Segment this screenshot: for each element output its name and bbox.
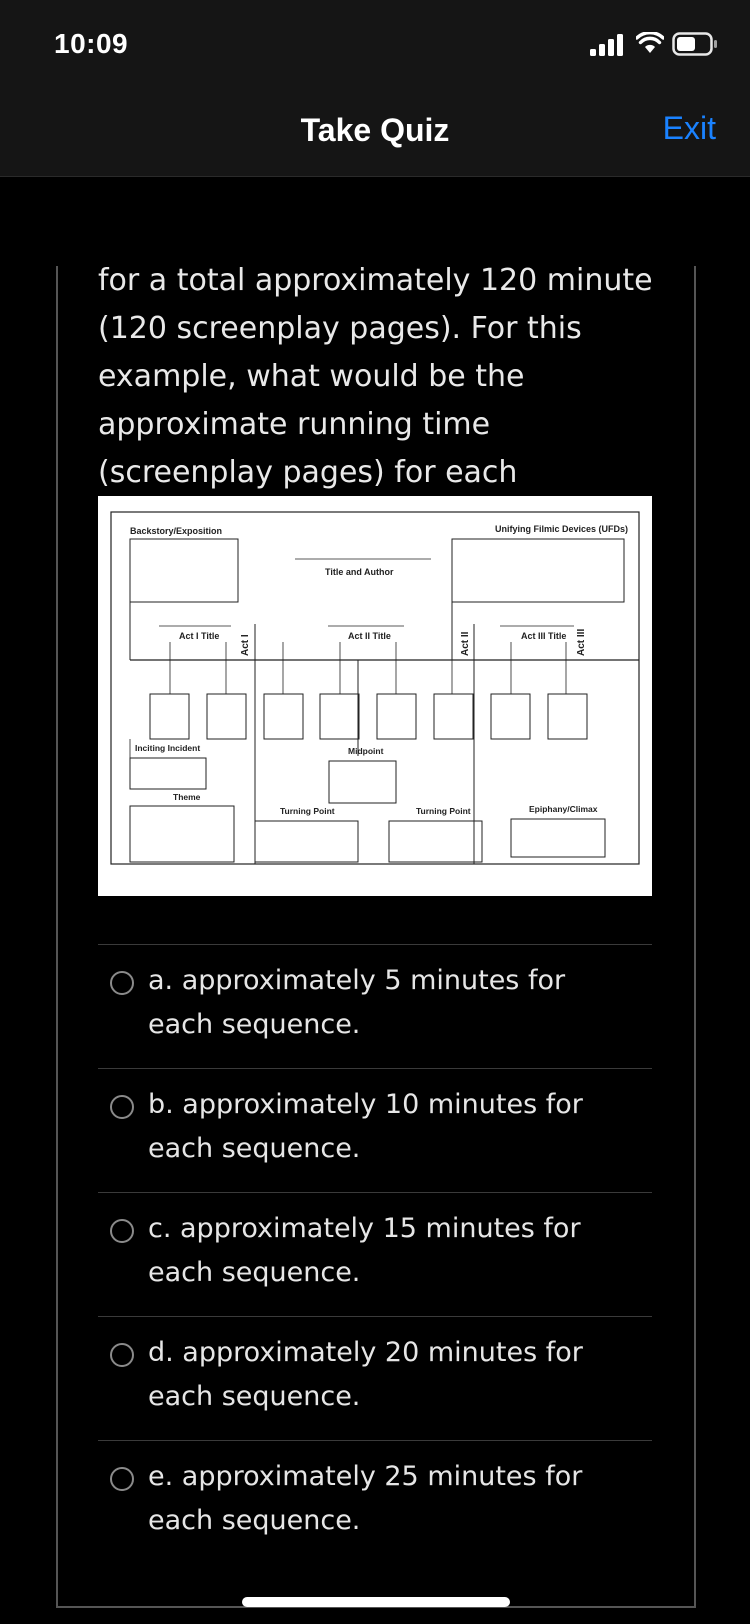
signal-icon — [590, 34, 623, 56]
option-b[interactable]: b. approximately 10 minutes for each seq… — [98, 1068, 652, 1192]
page-title: Take Quiz — [300, 112, 450, 148]
answer-options: a. approximately 5 minutes for each sequ… — [98, 944, 652, 1564]
label-climax: Epiphany/Climax — [529, 804, 598, 814]
radio-button[interactable] — [110, 1095, 134, 1119]
label-act2-title: Act II Title — [348, 631, 391, 641]
option-label: e. approximately 25 minutes for each seq… — [148, 1461, 583, 1536]
sequence-structure-diagram: Backstory/Exposition Unifying Filmic Dev… — [98, 496, 652, 896]
label-turning2: Turning Point — [416, 806, 471, 816]
label-act3: Act III — [576, 629, 587, 656]
quiz-content[interactable]: for a total approximately 120 minute (12… — [0, 177, 750, 1624]
label-act1: Act I — [240, 634, 251, 656]
option-label: d. approximately 20 minutes for each seq… — [148, 1337, 583, 1412]
status-bar: 10:09 — [0, 0, 750, 88]
option-label: b. approximately 10 minutes for each seq… — [148, 1089, 583, 1164]
option-label: c. approximately 15 minutes for each seq… — [148, 1213, 581, 1288]
option-c[interactable]: c. approximately 15 minutes for each seq… — [98, 1192, 652, 1316]
option-a[interactable]: a. approximately 5 minutes for each sequ… — [98, 944, 652, 1068]
question-card — [56, 266, 696, 1608]
home-indicator[interactable] — [242, 1597, 510, 1607]
wifi-icon — [636, 32, 664, 53]
label-midpoint: Midpoint — [348, 746, 384, 756]
label-act1-title: Act I Title — [179, 631, 219, 641]
label-act2: Act II — [460, 631, 471, 656]
radio-button[interactable] — [110, 1343, 134, 1367]
nav-bar: Take Quiz Exit — [0, 88, 750, 177]
label-title-author: Title and Author — [325, 567, 394, 577]
status-time: 10:09 — [54, 28, 129, 59]
radio-button[interactable] — [110, 971, 134, 995]
option-label: a. approximately 5 minutes for each sequ… — [148, 965, 566, 1040]
option-e[interactable]: e. approximately 25 minutes for each seq… — [98, 1440, 652, 1564]
option-d[interactable]: d. approximately 20 minutes for each seq… — [98, 1316, 652, 1440]
label-inciting: Inciting Incident — [135, 743, 200, 753]
label-ufds: Unifying Filmic Devices (UFDs) — [495, 524, 628, 534]
exit-button[interactable]: Exit — [662, 110, 716, 146]
label-theme: Theme — [173, 792, 201, 802]
label-turning1: Turning Point — [280, 806, 335, 816]
radio-button[interactable] — [110, 1467, 134, 1491]
radio-button[interactable] — [110, 1219, 134, 1243]
battery-icon — [672, 32, 717, 56]
label-act3-title: Act III Title — [521, 631, 566, 641]
label-backstory: Backstory/Exposition — [130, 526, 222, 536]
